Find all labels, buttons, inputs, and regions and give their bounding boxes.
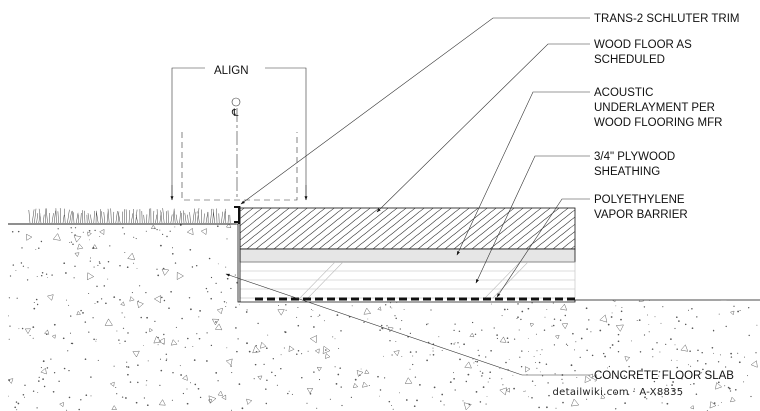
plywood-label-1: 3/4" PLYWOOD — [594, 151, 675, 163]
underlayment-label-2: UNDERLAYMENT PER — [594, 102, 715, 114]
vapor-label-1: POLYETHYLENE — [594, 194, 685, 206]
wood-floor-label-1: WOOD FLOOR AS — [594, 39, 692, 51]
underlayment-label-3: WOOD FLOORING MFR — [594, 117, 722, 129]
align-reference — [170, 67, 308, 201]
leader-lines — [225, 17, 590, 376]
vapor-label-2: VAPOR BARRIER — [594, 209, 688, 221]
wood-floor-label-2: SCHEDULED — [594, 54, 665, 66]
centerline-symbol: ℄ — [231, 108, 239, 119]
plywood-sheathing — [239, 261, 576, 299]
slab-label: CONCRETE FLOOR SLAB — [594, 370, 734, 382]
underlayment-label-1: ACOUSTIC — [594, 87, 653, 99]
align-label: ALIGN — [214, 65, 249, 77]
plywood-label-2: SHEATHING — [594, 166, 660, 178]
schluter-trim — [234, 206, 240, 224]
carpet-tufts — [28, 208, 231, 224]
watermark: detailwiki.com · A-X8835 — [553, 387, 684, 398]
trim-label: TRANS-2 SCHLUTER TRIM — [594, 13, 739, 25]
